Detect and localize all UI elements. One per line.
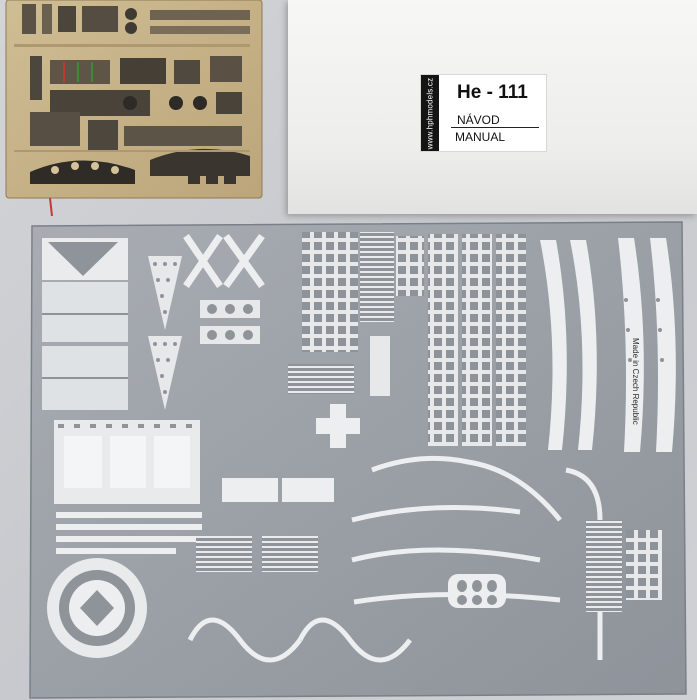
manual-label: www.hphmodels.cz He - 111 NÁVOD MANUAL	[420, 74, 547, 152]
brass-photoetch-fret	[5, 0, 263, 199]
manual-subtitle-czech: NÁVOD	[457, 113, 500, 127]
label-divider	[451, 127, 539, 128]
made-in-text: Made in Czech Republic	[631, 338, 640, 425]
kit-title: He - 111	[457, 82, 528, 103]
manual-subtitle-english: MANUAL	[455, 130, 506, 144]
steel-photoetch-fret	[29, 221, 687, 699]
red-tag-string	[49, 197, 53, 217]
url-strip: www.hphmodels.cz	[421, 75, 439, 151]
manufacturer-url: www.hphmodels.cz	[425, 77, 435, 149]
